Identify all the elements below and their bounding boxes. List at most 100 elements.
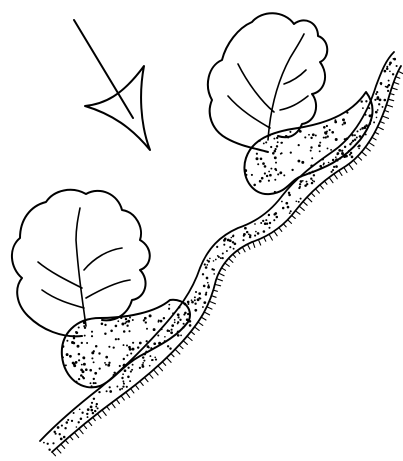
stipple-dot [386,67,389,70]
stipple-dot [301,161,304,164]
hatch-mark [140,381,143,385]
stipple-dot [328,162,330,164]
stipple-dot [354,134,356,136]
hatch-mark [311,193,315,197]
stipple-dot [71,420,73,422]
stipple-dot [312,180,314,182]
hatch-mark [362,152,367,156]
stipple-dot [169,347,171,349]
hatch-mark [79,429,83,434]
stipple-dot [123,382,125,384]
stipple-dot [75,381,77,383]
hatch-mark [365,147,370,151]
stipple-dot [327,147,329,149]
stipple-dot [104,333,106,335]
stipple-dot [129,380,131,382]
stipple-dot [290,210,292,212]
stipple-dot [128,330,130,332]
stipple-dot [344,138,346,140]
stipple-dot [396,65,398,67]
stipple-dot [361,127,364,130]
stipple-dot [389,70,391,72]
stipple-dot [99,367,101,369]
hatch-mark [195,327,200,331]
hatch-mark [295,211,300,214]
stipple-dot [335,158,338,161]
stipple-dot [329,129,331,131]
stipple-dot [81,364,83,366]
stipple-dot [273,138,275,140]
stipple-dot [130,371,132,373]
stipple-dot [115,338,117,340]
stipple-dot [299,186,301,188]
stipple-dot [168,304,170,306]
stipple-dot [143,319,145,321]
stipple-dot [194,309,197,312]
stipple-dot [142,362,144,364]
stipple-dot [207,282,209,284]
hatch-mark [324,181,327,184]
stipple-dot [194,303,196,305]
stipple-dot [132,348,135,351]
stipple-dot [222,257,224,259]
stipple-dot [164,336,166,338]
stipple-dot [302,180,304,182]
stipple-dot [105,356,108,359]
stipple-dot [62,345,65,348]
stipple-dot [113,346,115,348]
stipple-dot [386,66,388,68]
stipple-dot [298,144,300,146]
stipple-dot [75,361,78,364]
stipple-dot [60,438,63,441]
stipple-dot [83,325,85,327]
stipple-dot [326,125,328,127]
stipple-dot [259,180,262,183]
stipple-dot [122,380,124,382]
stipple-dot [262,220,264,222]
hatch-mark [149,374,153,379]
stipple-dot [254,223,256,225]
stipple-dot [336,153,338,155]
stipple-dot [105,364,107,366]
stipple-dot [121,377,123,379]
stipple-dot [94,372,97,375]
stipple-dot [266,175,268,177]
stipple-dot [232,241,234,243]
stipple-dot [279,171,282,174]
hatch-mark [378,127,384,130]
stipple-dot [97,407,99,409]
hatch-mark [219,273,224,276]
stipple-dot [123,330,126,333]
stipple-dot [93,361,95,363]
stipple-dot [120,317,122,319]
stipple-dot [266,223,268,225]
stipple-dot [310,150,312,152]
stipple-dot [375,111,378,114]
stipple-dot [149,314,152,317]
stipple-dot [272,152,275,155]
stipple-dot [153,328,156,331]
stipple-dot [313,174,315,176]
stipple-dot [274,212,277,215]
stipple-dot [67,419,69,421]
hatch-mark [344,167,347,172]
stipple-dot [338,149,341,152]
hatch-mark [388,99,394,101]
stipple-dot [313,180,315,182]
stipple-dot [77,345,80,348]
stipple-dot [310,165,313,168]
stipple-dot [113,374,115,376]
stipple-dot [127,320,129,322]
upper-stippled-mound [244,92,372,194]
stipple-dot [392,58,394,60]
stipple-dot [346,111,348,113]
stipple-dot [194,299,196,301]
stipple-dot [167,330,169,332]
stipple-dot [229,239,232,242]
stipple-dot [254,184,256,186]
stipple-dot [154,356,156,358]
stipple-dot [255,231,257,233]
hatch-mark [112,403,116,408]
hatch-mark [329,177,333,182]
